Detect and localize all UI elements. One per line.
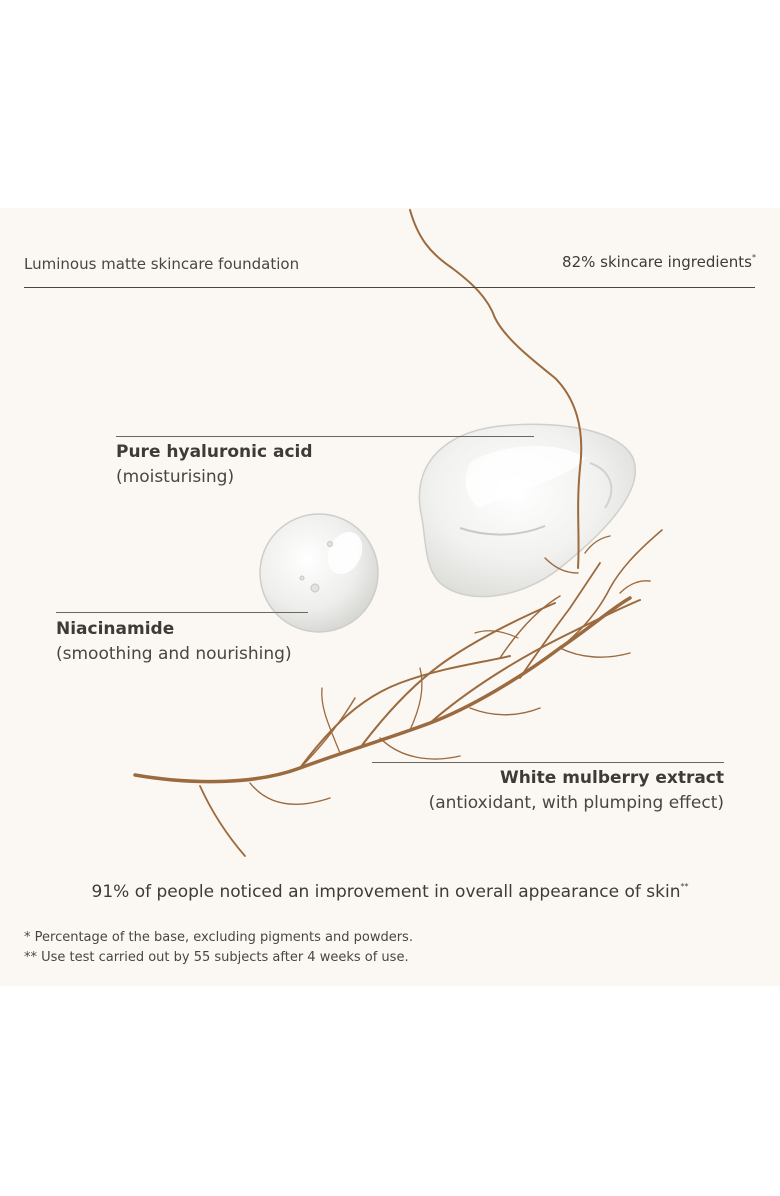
ingredients-share-mark: *: [752, 253, 756, 262]
niacinamide-callout-line: [56, 612, 308, 613]
mulberry-benefit: (antioxidant, with plumping effect): [428, 793, 724, 813]
small-drop-icon: [259, 513, 379, 633]
hyaluronic-label: Pure hyaluronic acid (moisturising): [116, 440, 313, 490]
niacinamide-benefit: (smoothing and nourishing): [56, 644, 292, 664]
ingredient-illustration: [133, 209, 663, 857]
footnote-base: * Percentage of the base, excluding pigm…: [24, 930, 413, 945]
hyaluronic-callout-line: [116, 436, 534, 437]
niacinamide-name: Niacinamide: [56, 619, 175, 639]
niacinamide-label: Niacinamide (smoothing and nourishing): [56, 617, 292, 667]
hyaluronic-name: Pure hyaluronic acid: [116, 442, 313, 462]
mulberry-label: White mulberry extract (antioxidant, wit…: [429, 766, 724, 816]
clinical-claim-text: 91% of people noticed an improvement in …: [91, 882, 681, 902]
hyaluronic-benefit: (moisturising): [116, 467, 235, 487]
clinical-claim: 91% of people noticed an improvement in …: [0, 882, 780, 902]
product-name: Luminous matte skincare foundation: [24, 255, 300, 273]
ingredients-share: 82% skincare ingredients*: [562, 253, 756, 271]
mulberry-name: White mulberry extract: [499, 768, 724, 788]
mulberry-callout-line: [372, 762, 724, 763]
large-gel-icon: [418, 423, 637, 598]
ingredients-share-text: 82% skincare ingredients: [562, 253, 752, 271]
header-divider: [24, 287, 755, 288]
twig-icon: [133, 209, 663, 857]
ingredient-panel: Luminous matte skincare foundation 82% s…: [0, 208, 780, 986]
clinical-claim-mark: **: [680, 882, 689, 891]
footnote-test: ** Use test carried out by 55 subjects a…: [24, 950, 409, 965]
